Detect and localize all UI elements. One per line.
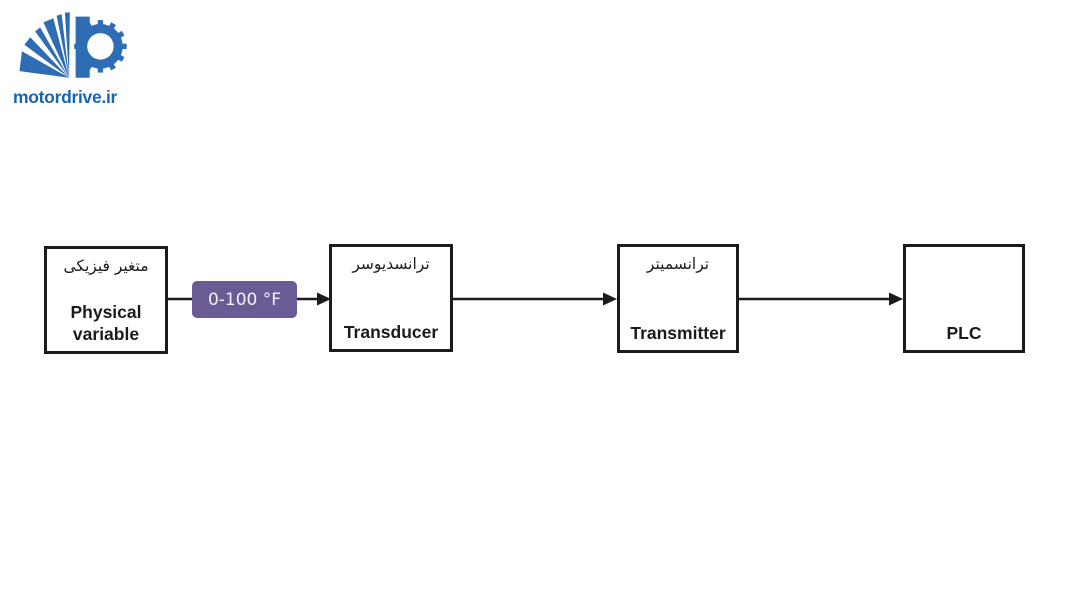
node-transmitter-label-en: Transmitter xyxy=(630,322,726,343)
arrowhead-3 xyxy=(889,292,903,306)
motordrive-logo: motordrive.ir xyxy=(13,10,143,108)
logo-text: motordrive.ir xyxy=(13,87,118,107)
node-transducer-label-fa: ترانسدیوسر xyxy=(352,255,430,273)
node-physical-variable-label-fa: متغیر فیزیکی xyxy=(63,257,149,275)
node-transmitter-label-fa: ترانسمیتر xyxy=(646,255,710,273)
node-plc: PLC xyxy=(903,244,1025,353)
node-physical-variable-label-en: Physical variable xyxy=(70,302,142,344)
node-plc-label-en: PLC xyxy=(946,322,982,343)
arrowhead-2 xyxy=(603,292,617,306)
range-badge: 0-100 °F xyxy=(192,281,297,318)
node-physical-variable: متغیر فیزیکی Physical variable xyxy=(44,246,168,354)
node-transmitter: ترانسمیتر Transmitter xyxy=(617,244,739,353)
node-transducer: ترانسدیوسر Transducer xyxy=(329,244,453,352)
node-transducer-label-en: Transducer xyxy=(343,321,439,342)
motordrive-gear-logo-icon xyxy=(19,12,127,78)
